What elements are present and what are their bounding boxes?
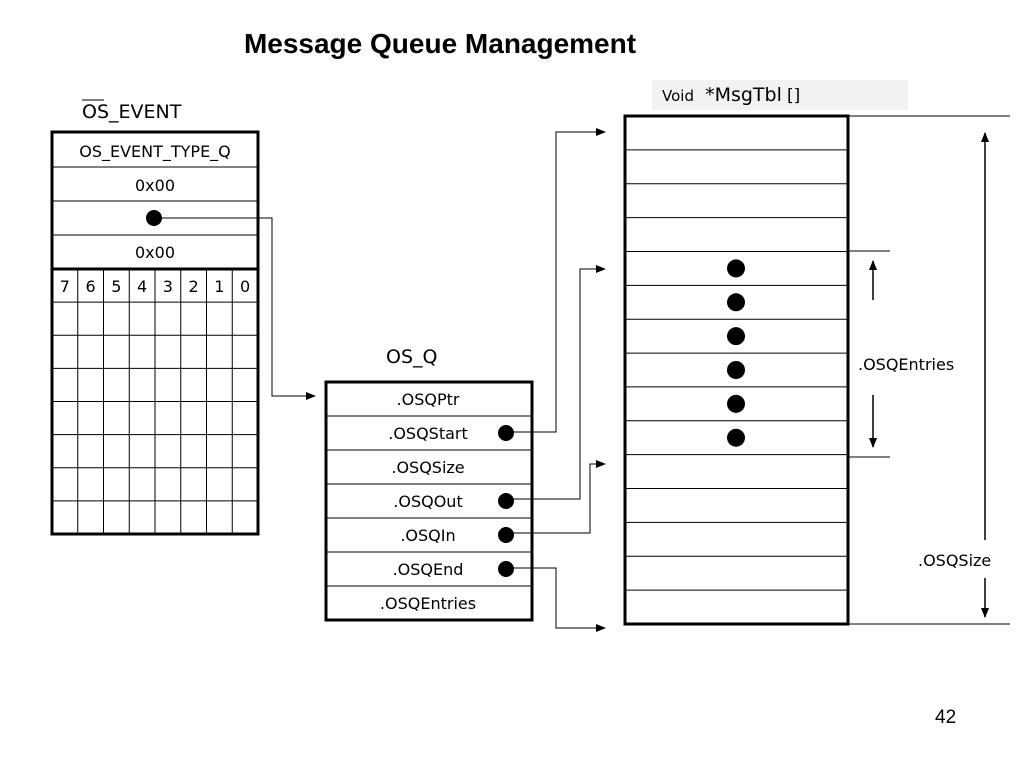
osqentries-dimension: .OSQEntries	[848, 250, 954, 458]
os-q-field: .OSQIn	[400, 526, 455, 545]
os-q-box	[324, 380, 534, 622]
osqsize-dimension-label: .OSQSize	[918, 551, 991, 570]
os-q-ptr-dot	[498, 493, 514, 509]
msg-tbl-label-type: Void	[662, 87, 694, 105]
os-event-grp-field: 0x00	[135, 243, 175, 262]
os-q-field: .OSQPtr	[397, 390, 460, 409]
connector-arrows	[154, 128, 606, 632]
os-event-type-field: OS_EVENT_TYPE_Q	[79, 142, 231, 162]
bit-header: 4	[137, 277, 147, 296]
bit-header: 7	[60, 277, 70, 296]
os-q-ptr-dot	[498, 425, 514, 441]
msg-tbl-entry-dot	[727, 428, 745, 447]
os-q-ptr-dot	[498, 561, 514, 577]
os-q-field: .OSQOut	[393, 492, 462, 511]
msg-tbl-block: Void *MsgTbl []	[623, 80, 908, 626]
osqin-to-tbl-arrow	[506, 460, 606, 534]
os-q-ptr-dot	[498, 527, 514, 543]
os-q-field: .OSQSize	[391, 458, 464, 477]
osqend-to-tbl-arrow	[506, 567, 606, 632]
bit-header: 0	[240, 277, 250, 296]
msg-tbl-entry-dot	[727, 327, 745, 346]
os-q-label: OS_Q	[386, 346, 437, 368]
os-event-cnt-field: 0x00	[135, 176, 175, 195]
os-event-label: OS_EVENT	[82, 101, 182, 123]
page-number: 42	[935, 707, 957, 728]
msg-tbl-label-bg	[652, 80, 908, 110]
bit-header: 1	[214, 277, 224, 296]
os-q-field: .OSQStart	[388, 424, 468, 443]
bit-header: 6	[86, 277, 96, 296]
osqentries-dimension-label: .OSQEntries	[858, 355, 954, 374]
bit-header: 5	[111, 277, 121, 296]
msg-tbl-entry-dot	[727, 361, 745, 379]
slide-title: Message Queue Management	[243, 28, 637, 59]
os-q-field: .OSQEntries	[380, 594, 476, 613]
bit-header: 3	[163, 277, 173, 296]
osqstart-to-tbl-arrow	[506, 128, 606, 433]
osqsize-dimension: .OSQSize	[848, 115, 1010, 625]
msg-tbl-label-brackets: []	[787, 86, 800, 106]
msg-tbl-rows	[625, 149, 848, 591]
event-ptr-to-osq-arrow	[154, 217, 316, 400]
bit-header: 2	[189, 277, 199, 296]
msg-tbl-label-name: *MsgTbl	[705, 84, 782, 106]
osqout-to-tbl-arrow	[506, 265, 606, 500]
msg-tbl-entry-dot	[727, 394, 745, 413]
msg-tbl-entry-dot	[727, 259, 745, 278]
os-q-rows: .OSQPtr .OSQStart .OSQSize .OSQOut .OSQIn .OS…	[326, 390, 532, 613]
msg-tbl-entry-dot	[727, 293, 745, 312]
os-q-block: OS_Q .OSQPtr.OSQStart.OSQSize.OSQOut.OSQ…	[324, 346, 534, 622]
msg-tbl-box	[623, 114, 850, 626]
msg-tbl-label: Void *MsgTbl []	[662, 84, 800, 106]
os-q-field: .OSQEnd	[393, 560, 464, 579]
